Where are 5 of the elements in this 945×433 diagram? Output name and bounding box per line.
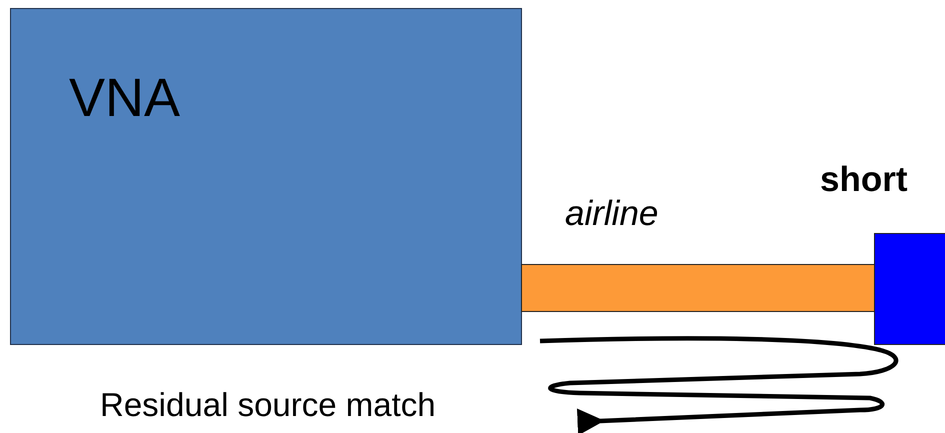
component-label: short: [820, 162, 908, 197]
instrument-box: [10, 8, 522, 345]
component-label: airline: [565, 196, 658, 231]
instrument-label: VNA: [69, 71, 180, 125]
annotation-text: Residual source match: [100, 388, 436, 421]
